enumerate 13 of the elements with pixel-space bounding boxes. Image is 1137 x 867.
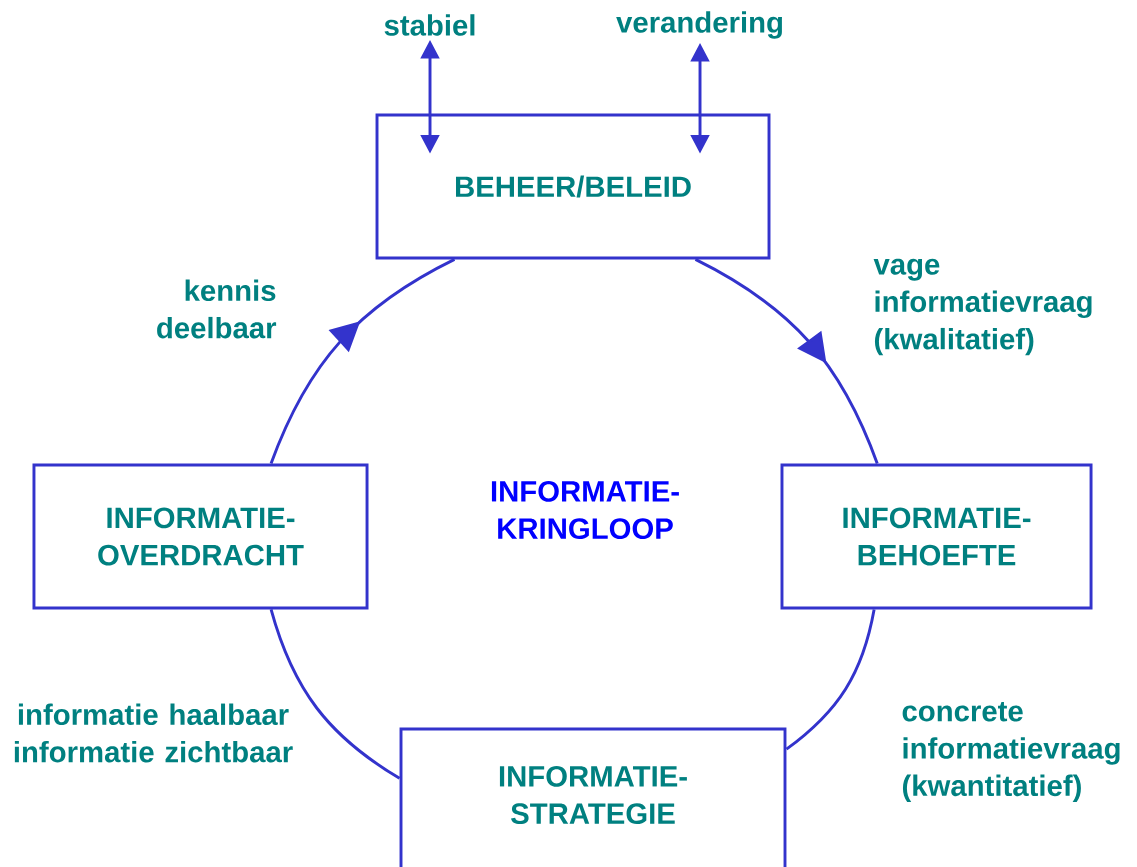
process-box: BEHEER/BELEID: [375, 113, 771, 260]
process-box: INFORMATIE- OVERDRACHT: [32, 463, 369, 610]
process-box: INFORMATIE- BEHOEFTE: [780, 463, 1093, 610]
edge-label: concrete informatievraag (kwantitatief): [902, 702, 1120, 802]
edge-label: kennis deelbaar: [157, 279, 277, 339]
center-title: INFORMATIE- KRINGLOOP: [491, 480, 679, 540]
arrow: [269, 258, 456, 465]
process-box: INFORMATIE- STRATEGIE: [399, 727, 787, 867]
arrow: [694, 258, 879, 465]
edge-label: informatie haalbaar informatie zichtbaar: [14, 703, 293, 763]
state-label: verandering: [616, 11, 782, 39]
state-label: stabiel: [384, 14, 475, 36]
edge-label: vage informatievraag (kwalitatief): [873, 258, 1092, 356]
